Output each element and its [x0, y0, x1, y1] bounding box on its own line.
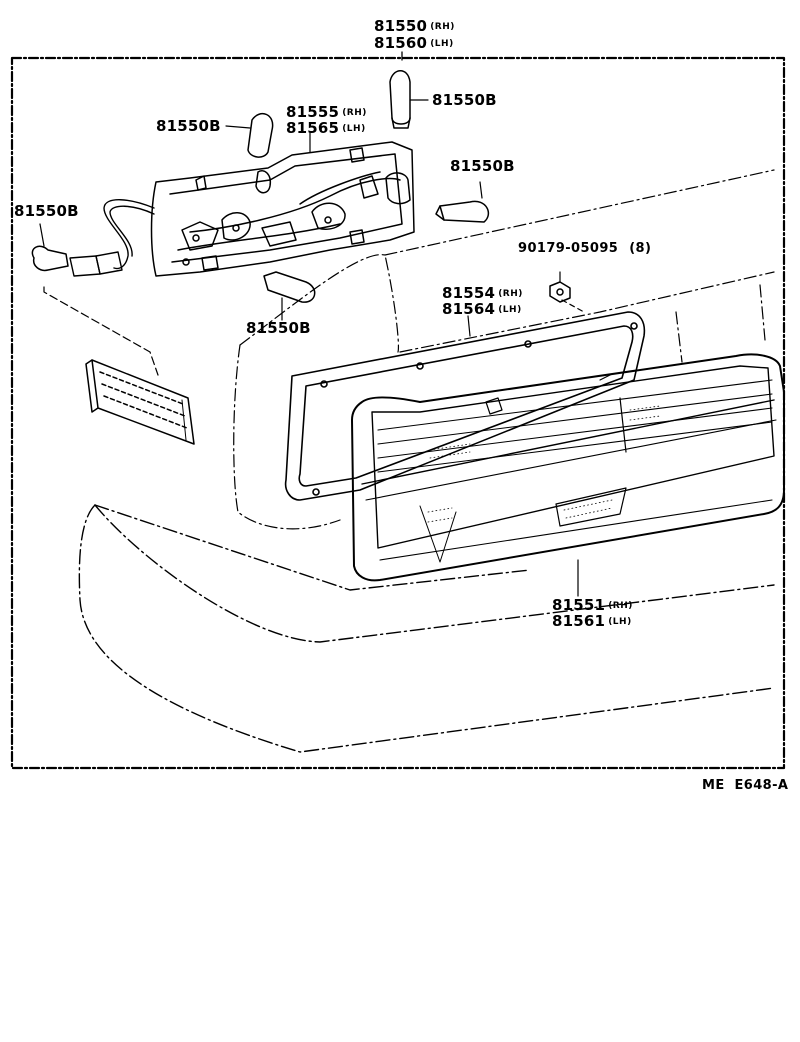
side-marker-lens: [85, 359, 195, 445]
assembly-border: [10, 56, 786, 770]
lens-lh-label: 81561(LH): [552, 613, 632, 633]
bulb-right: [435, 181, 490, 223]
nut-leader: [561, 299, 585, 313]
bulb-side: [31, 223, 69, 272]
wire-harness: [69, 199, 155, 277]
assembly-lh-number: 81560: [374, 34, 428, 52]
nut-label: 90179-05095 (8): [518, 241, 651, 256]
lens-lh-suffix: (LH): [608, 617, 632, 627]
socket-rh-number: 81555: [286, 103, 340, 121]
bulb-side-label: 81550B: [14, 202, 79, 220]
gasket-lh-number: 81564: [442, 300, 496, 318]
lens-lh-number: 81561: [552, 612, 606, 630]
gasket-lh-label: 81564(LH): [442, 301, 522, 321]
bulb-lower-label: 81550B: [246, 319, 311, 337]
lens-rh-suffix: (RH): [608, 601, 633, 611]
assembly-rh-label: 81550(RH): [374, 18, 455, 38]
gasket: [284, 311, 646, 501]
bulb-upper-left-label: 81550B: [156, 117, 221, 135]
nut: [549, 271, 571, 303]
socket-rh-label: 81555(RH): [286, 104, 367, 124]
bumper-outline: [78, 504, 775, 753]
bulb-top-label: 81550B: [432, 91, 497, 109]
socket-lh-number: 81565: [286, 119, 340, 137]
lens-stipple: [427, 405, 661, 523]
gasket-leader: [467, 315, 471, 337]
body-outline: [233, 169, 775, 530]
assembly-lh-label: 81560(LH): [374, 35, 454, 55]
assembly-rh-suffix: (RH): [430, 22, 455, 32]
lens-rh-number: 81551: [552, 596, 606, 614]
assembly-lh-suffix: (LH): [430, 39, 454, 49]
gasket-rh-label: 81554(RH): [442, 285, 523, 305]
gasket-lh-suffix: (LH): [498, 305, 522, 315]
figure-reference: ME E648-A: [702, 778, 789, 793]
bulb-lower: [263, 271, 316, 321]
bulb-upper-left: [225, 112, 274, 158]
tail-lamp-lens: [351, 353, 785, 582]
socket-lh-label: 81565(LH): [286, 120, 366, 140]
bulb-right-label: 81550B: [450, 157, 515, 175]
bulb-top: [389, 70, 429, 129]
gasket-rh-suffix: (RH): [498, 289, 523, 299]
nut-quantity: (8): [629, 241, 652, 256]
lens-rh-label: 81551(RH): [552, 597, 633, 617]
socket-rh-suffix: (RH): [342, 108, 367, 118]
socket-lh-suffix: (LH): [342, 124, 366, 134]
nut-part-number: 90179-05095: [518, 241, 619, 256]
side-marker-leader: [43, 286, 159, 376]
gasket-rh-number: 81554: [442, 284, 496, 302]
assembly-rh-number: 81550: [374, 17, 428, 35]
socket-plate: [150, 141, 415, 277]
